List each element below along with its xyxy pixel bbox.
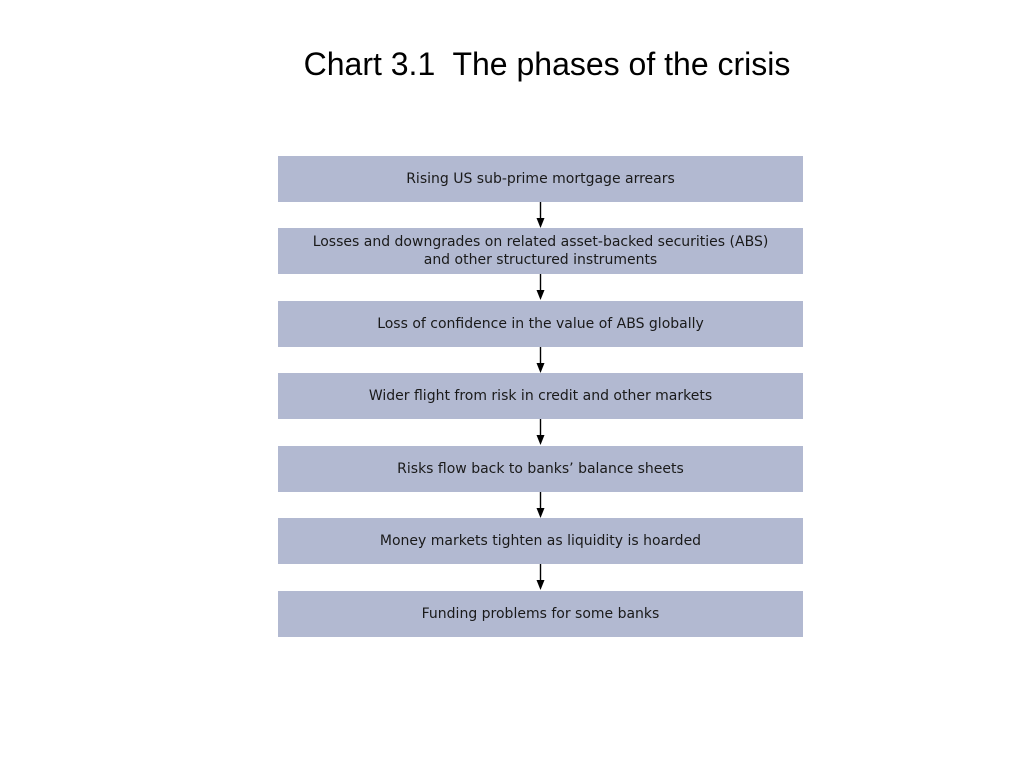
flow-step-7: Funding problems for some banks (278, 591, 803, 637)
flow-step-1-line-1: Rising US sub-prime mortgage arrears (406, 171, 675, 187)
flow-step-3-text: Loss of confidence in the value of ABS g… (377, 315, 704, 333)
chart-title: Chart 3.1 The phases of the crisis (303, 46, 791, 82)
flow-step-4-line-1: Wider flight from risk in credit and oth… (368, 388, 713, 404)
down-arrow-icon (536, 419, 545, 445)
down-arrow-icon (536, 202, 545, 228)
flow-step-1: Rising US sub-prime mortgage arrears (278, 156, 803, 202)
flow-step-2: Losses and downgrades on related asset-b… (278, 228, 803, 274)
flow-step-6-text: Money markets tighten as liquidity is ho… (380, 532, 701, 550)
flow-step-6-line-1: Money markets tighten as liquidity is ho… (379, 533, 702, 549)
flow-step-1-text: Rising US sub-prime mortgage arrears (406, 170, 675, 188)
flow-step-7-line-1: Funding problems for some banks (421, 606, 660, 622)
flow-step-7-text: Funding problems for some banks (422, 605, 660, 623)
flow-step-5: Risks flow back to banks’ balance sheets (278, 446, 803, 492)
down-arrow-icon (536, 564, 545, 590)
flow-step-3-line-1: Loss of confidence in the value of ABS g… (377, 316, 704, 332)
flow-step-5-text: Risks flow back to banks’ balance sheets (397, 460, 684, 478)
flow-step-2-text: Losses and downgrades on related asset-b… (313, 233, 769, 269)
flow-step-4: Wider flight from risk in credit and oth… (278, 373, 803, 419)
flow-step-5-line-1: Risks flow back to banks’ balance sheets (397, 461, 684, 477)
down-arrow-icon (536, 347, 545, 373)
down-arrow-icon (536, 274, 545, 300)
flow-step-2-line-2: and other structured instruments (423, 252, 658, 268)
flow-step-6: Money markets tighten as liquidity is ho… (278, 518, 803, 564)
flow-step-3: Loss of confidence in the value of ABS g… (278, 301, 803, 347)
flow-step-2-line-1: Losses and downgrades on related asset-b… (312, 234, 769, 250)
down-arrow-icon (536, 492, 545, 518)
flow-step-4-text: Wider flight from risk in credit and oth… (369, 387, 712, 405)
